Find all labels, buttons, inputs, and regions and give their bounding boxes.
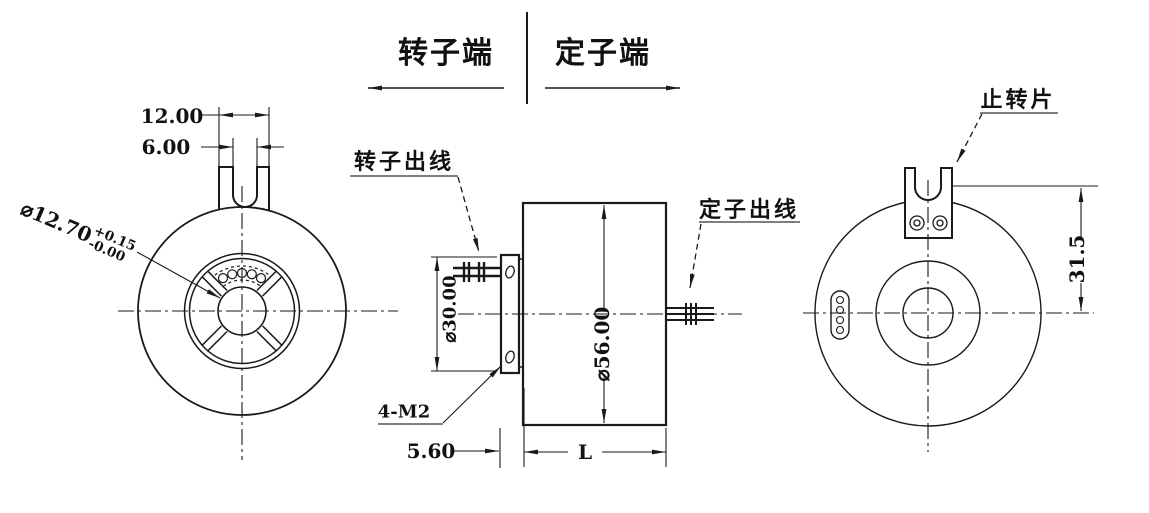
stop-tab-screws <box>909 215 948 231</box>
connector-slot <box>830 290 850 340</box>
screws-leader <box>442 365 502 424</box>
front-view <box>118 107 398 460</box>
dim-12-text: 12.00 <box>140 104 204 128</box>
dim-315 <box>952 185 1098 311</box>
dim-6-text: 6.00 <box>141 135 191 159</box>
dim-L <box>524 428 667 467</box>
dim-dia56-text: ⌀56.00 <box>590 306 614 382</box>
dim-dia30-text: ⌀30.00 <box>439 275 461 343</box>
rotor-wires-leader <box>457 176 480 253</box>
stator-wires-label: 定子出线 <box>698 197 800 222</box>
pin-band-outer-arc <box>214 265 270 276</box>
fork-tab-outline <box>218 166 270 210</box>
flange-screw-hole-bottom <box>505 350 515 364</box>
rear-view <box>803 112 1098 452</box>
flange-screw-hole-top <box>505 265 515 279</box>
dim-12 <box>200 107 270 166</box>
dim-560 <box>453 388 525 468</box>
rotor-wires <box>453 262 501 282</box>
screws-label: 4-M2 <box>377 401 431 423</box>
side-view <box>350 175 800 468</box>
rotor-end-label: 转子端 <box>398 37 494 70</box>
rear-view-centerlines <box>803 180 1094 452</box>
dim-L-text: L <box>577 440 593 464</box>
end-direction-indicator <box>368 12 680 104</box>
front-view-centerlines <box>118 186 398 460</box>
stop-tab-leader <box>956 113 983 163</box>
dim-6 <box>201 138 284 166</box>
bore-leader-line <box>136 251 221 299</box>
dim-560-text: 5.60 <box>406 439 456 463</box>
stator-end-label: 定子端 <box>555 37 651 70</box>
dim-315-text: 31.5 <box>1065 234 1089 284</box>
dim-dia30 <box>431 256 497 372</box>
hub-spokes <box>201 270 283 352</box>
stator-wires-leader <box>689 223 702 289</box>
rotor-wires-label: 转子出线 <box>353 149 455 174</box>
stop-tab-label: 止转片 <box>980 87 1056 112</box>
